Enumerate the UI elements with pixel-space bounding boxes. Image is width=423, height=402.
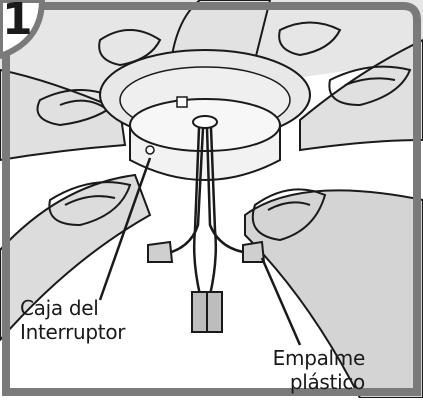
wire-connector-right bbox=[243, 242, 264, 262]
housing-screw-2 bbox=[146, 146, 154, 154]
splice-label-line2: plástico bbox=[273, 370, 365, 394]
housing-screw bbox=[177, 97, 187, 107]
splice-label: Empalme plástico bbox=[273, 346, 365, 394]
step-number: 1 bbox=[2, 0, 33, 45]
switch-housing-label: Caja del Interruptor bbox=[20, 296, 125, 344]
wire-connector-left bbox=[148, 242, 172, 262]
splice-label-line1: Empalme bbox=[273, 346, 365, 370]
switch-housing-label-line2: Interruptor bbox=[20, 320, 125, 344]
switch-housing-hub bbox=[193, 116, 217, 128]
switch-housing-label-line1: Caja del bbox=[20, 296, 125, 320]
